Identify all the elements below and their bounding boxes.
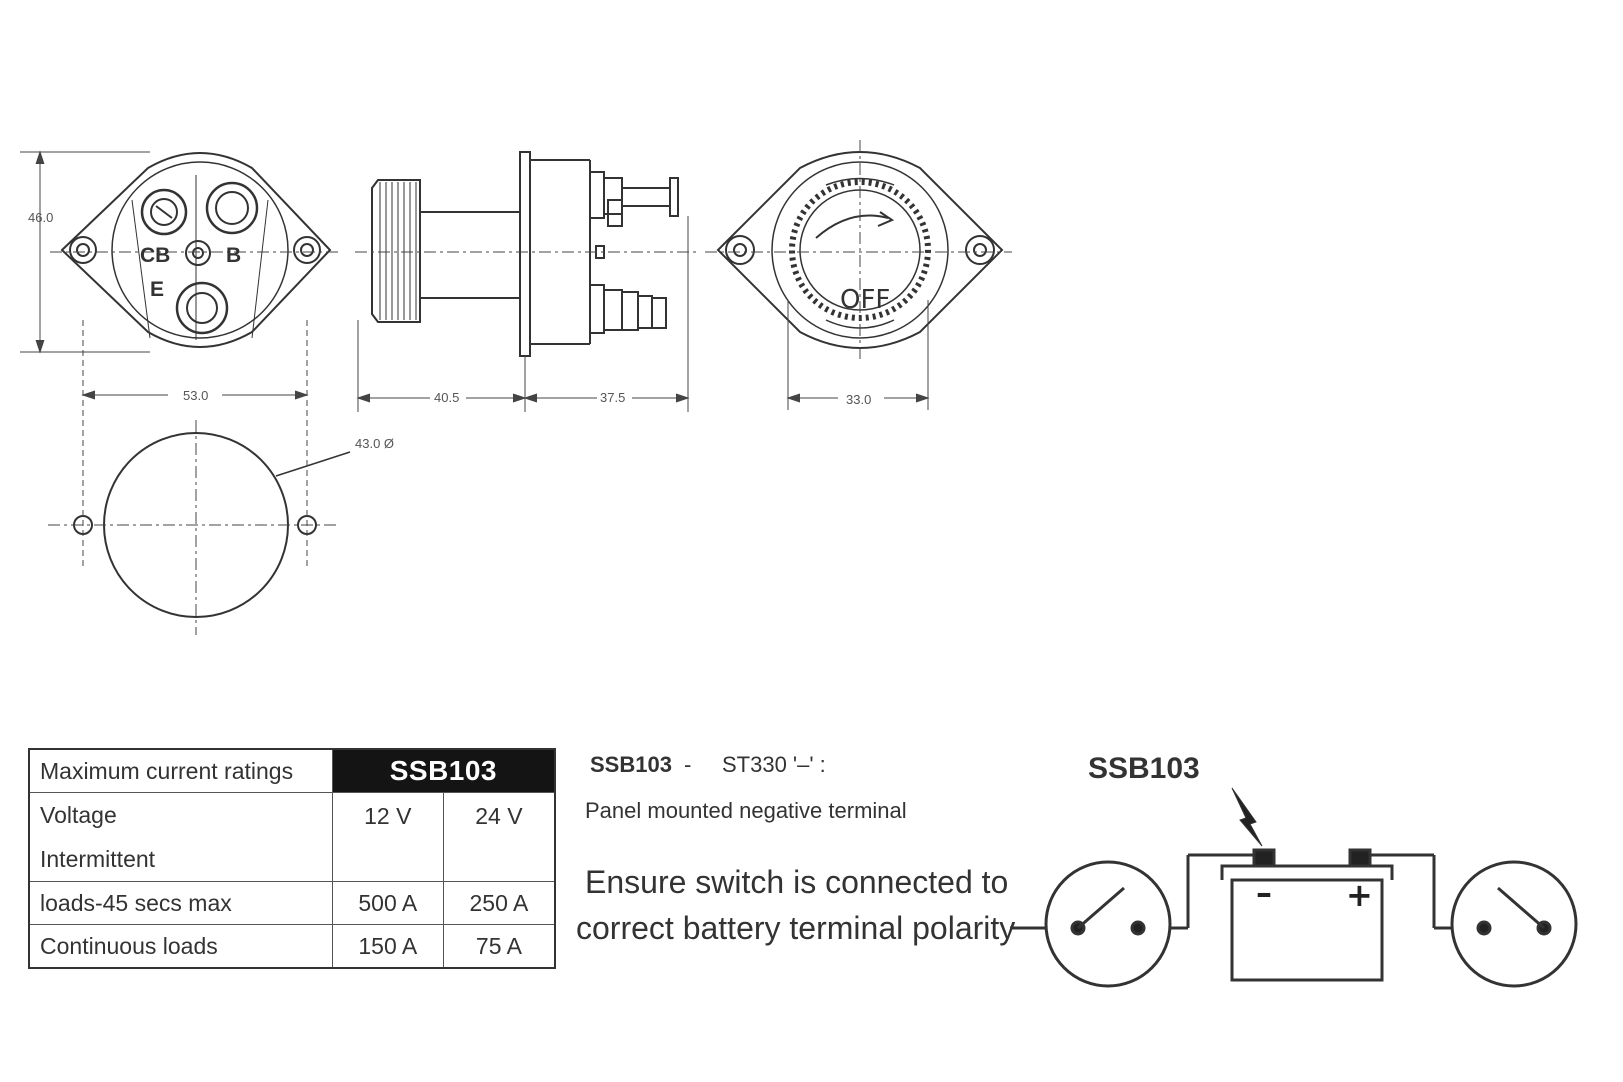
note-code: ST330 '–' :	[722, 752, 826, 777]
ratings-table: Maximum current ratings SSB103 Voltage I…	[28, 748, 556, 969]
note-description: Panel mounted negative terminal	[585, 798, 907, 823]
knob-off-label: OFF	[840, 285, 890, 315]
battery-minus: –	[1256, 874, 1272, 912]
terminal-label-cb: CB	[140, 244, 170, 267]
ratings-model: SSB103	[331, 748, 556, 793]
battery-plus: +	[1346, 876, 1373, 914]
intermittent-label: Intermittent	[40, 846, 156, 872]
voltage-24: 24 V	[442, 792, 556, 882]
dim-rear-length: 37.5	[600, 390, 625, 405]
dim-cutout-diameter: 43.0 Ø	[355, 436, 394, 451]
voltage-label: Voltage Intermittent	[28, 792, 333, 882]
ratings-header: Maximum current ratings	[28, 748, 333, 793]
dim-body-length: 40.5	[434, 390, 459, 405]
voltage-12: 12 V	[331, 792, 444, 882]
continuous-label: Continuous loads	[28, 924, 333, 969]
continuous-12: 150 A	[331, 924, 444, 969]
intermittent-sub-label: loads-45 secs max	[28, 881, 333, 925]
wiring-title: SSB103	[1088, 752, 1200, 785]
intermittent-12: 500 A	[331, 881, 444, 925]
warning-line-2: correct battery terminal polarity	[576, 910, 1016, 946]
side-view	[371, 151, 679, 357]
note-dash: -	[684, 752, 692, 777]
intermittent-24: 250 A	[442, 881, 556, 925]
dim-knob-width: 33.0	[846, 392, 871, 407]
dim-height: 46.0	[28, 210, 53, 225]
note-model: SSB103	[590, 752, 672, 777]
terminal-label-e: E	[150, 278, 164, 301]
voltage-label-text: Voltage	[40, 802, 117, 828]
wiring-diagram	[1010, 787, 1578, 988]
warning-line-1: Ensure switch is connected to	[585, 864, 1009, 900]
dim-width: 53.0	[183, 388, 208, 403]
front-view	[60, 152, 332, 348]
terminal-label-b: B	[226, 244, 241, 267]
continuous-24: 75 A	[442, 924, 556, 969]
